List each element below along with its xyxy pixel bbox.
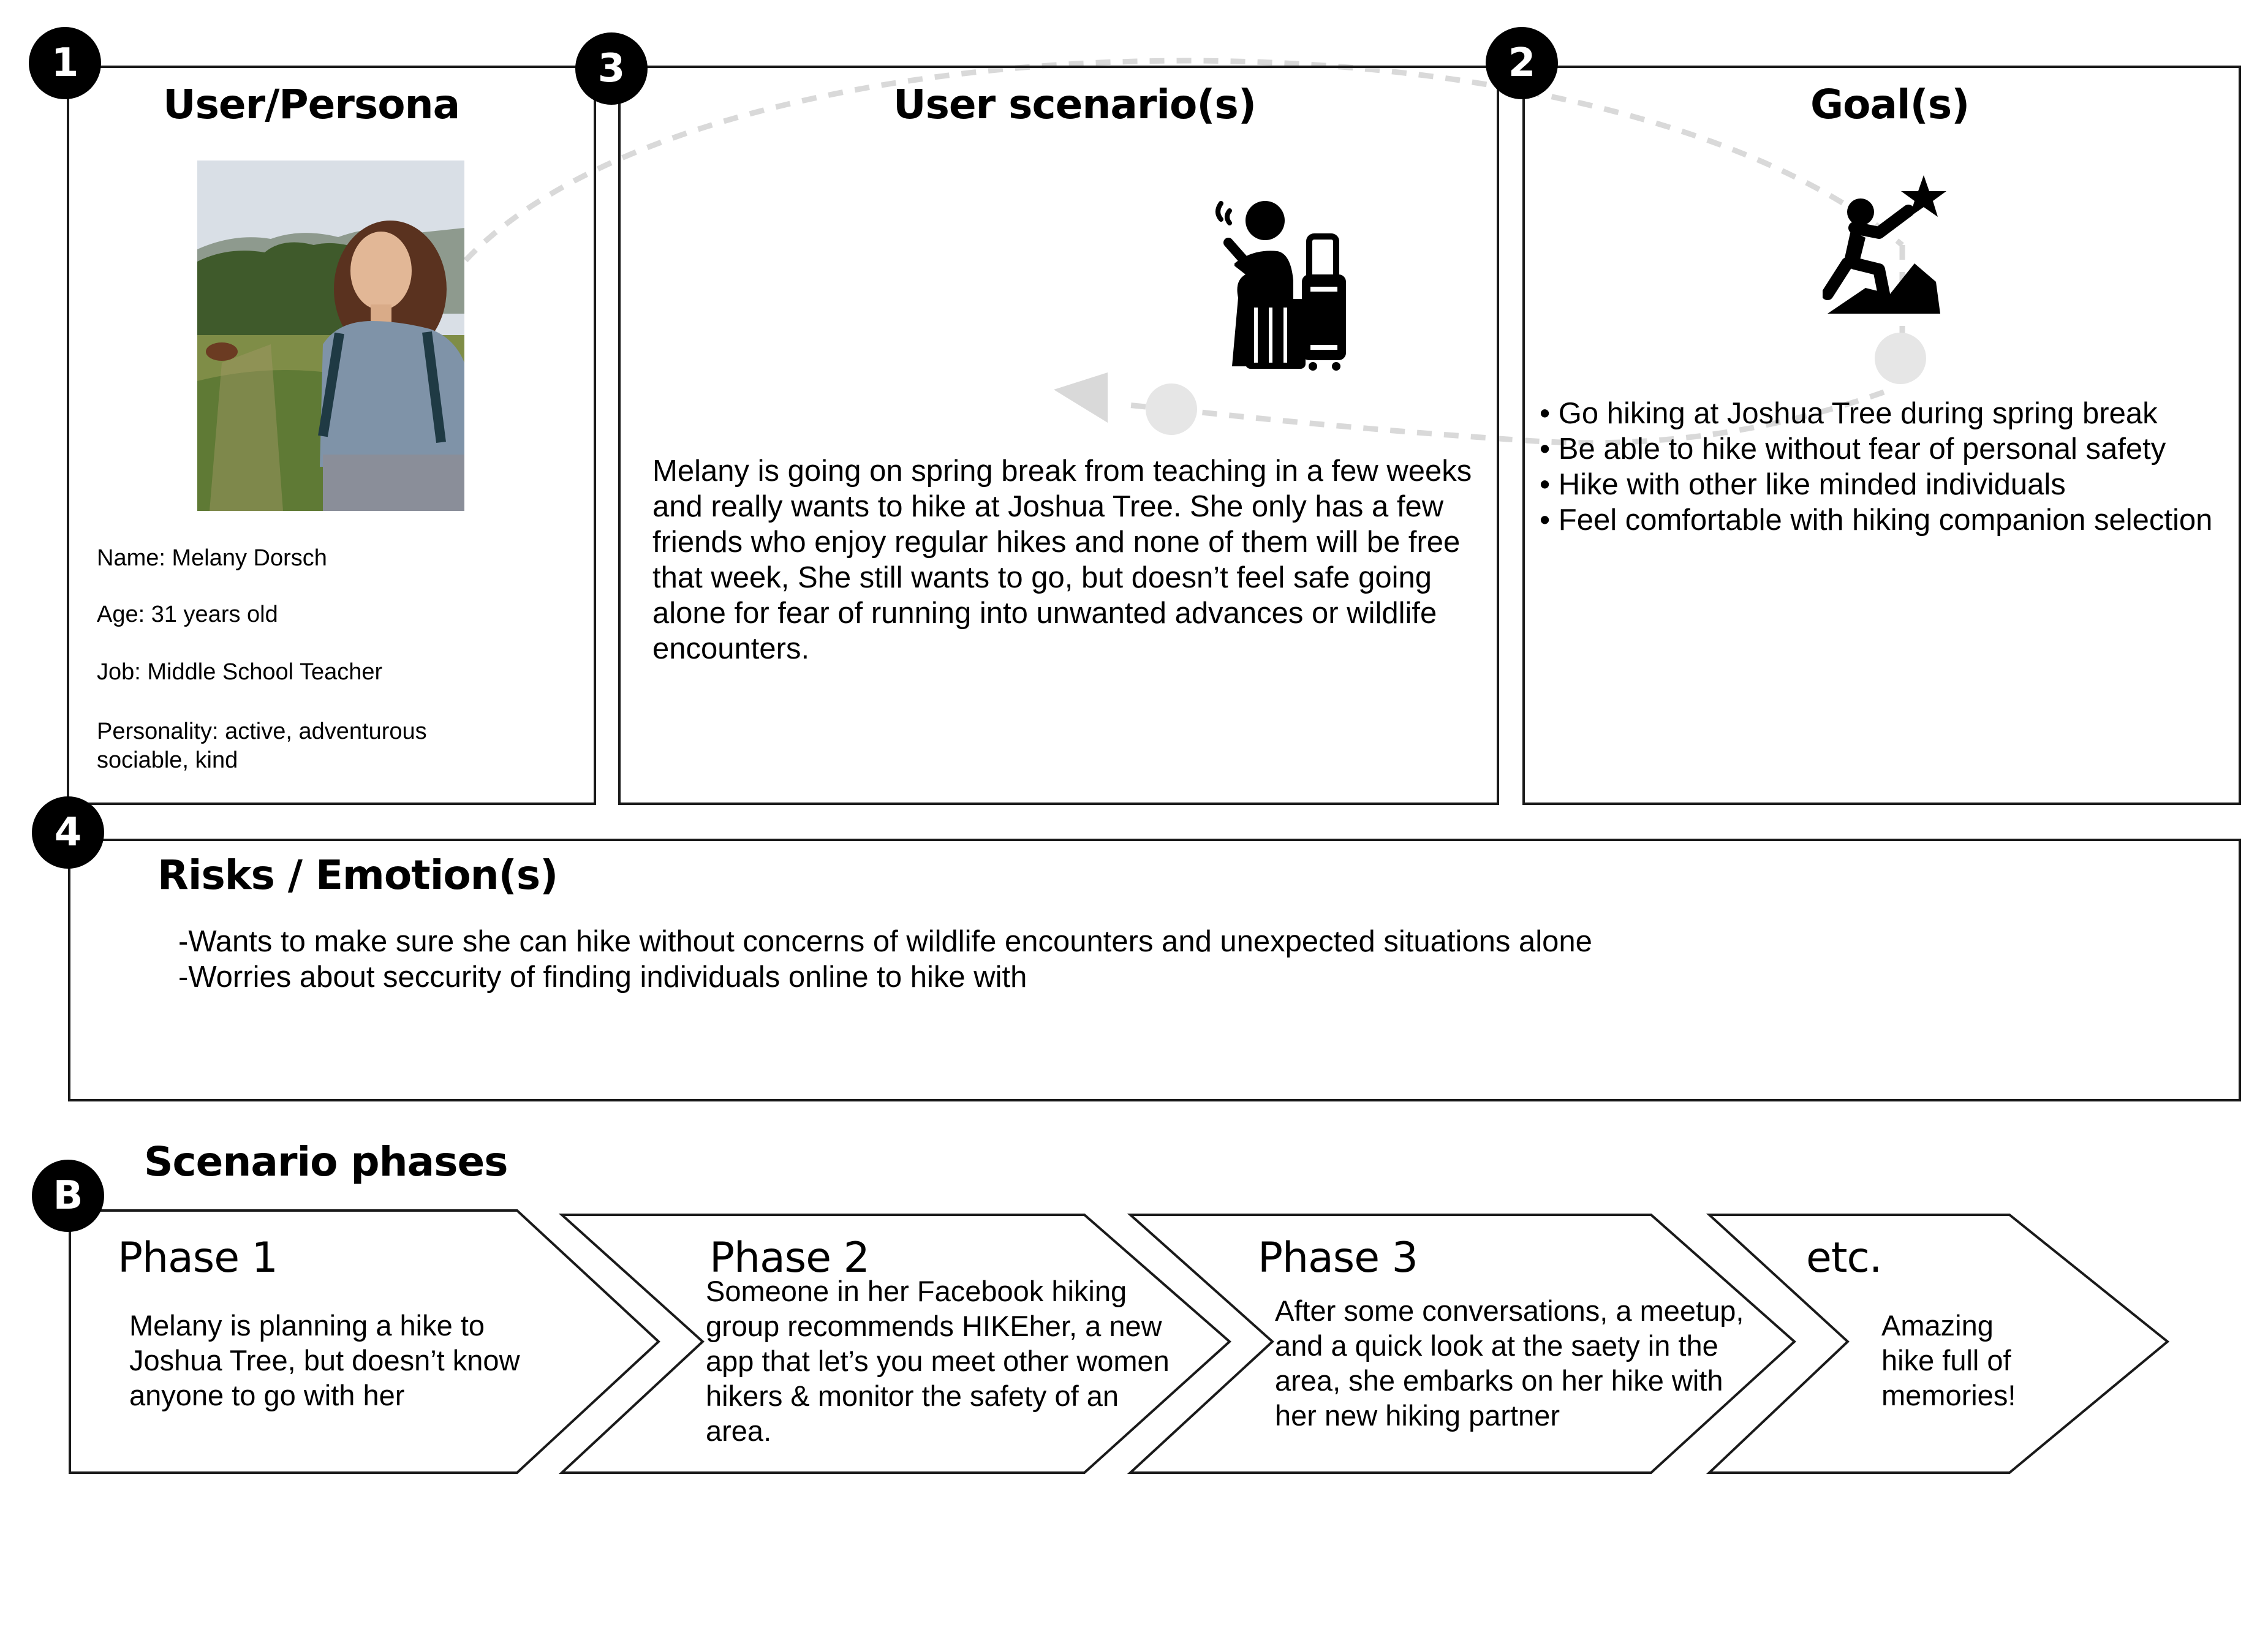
persona-age: Age: 31 years old xyxy=(97,602,278,627)
badge-1: 1 xyxy=(29,27,101,99)
persona-name: Name: Melany Dorsch xyxy=(97,545,327,571)
phase-2-title: Phase 2 xyxy=(709,1234,870,1282)
phase-etc-text: Amazing hike full of memories! xyxy=(1881,1309,2016,1411)
risk-item: -Wants to make sure she can hike without… xyxy=(178,925,1592,958)
goal-item: • Be able to hike without fear of person… xyxy=(1540,432,2166,466)
persona-personality: Personality: active, adventurous sociabl… xyxy=(97,719,427,773)
persona-photo xyxy=(197,161,464,511)
risks-heading: Risks / Emotion(s) xyxy=(157,852,558,899)
goal-item: • Feel comfortable with hiking companion… xyxy=(1540,504,2213,537)
goal-item: • Go hiking at Joshua Tree during spring… xyxy=(1540,397,2158,430)
goals-heading: Goal(s) xyxy=(1810,81,1970,128)
goals-list: • Go hiking at Joshua Tree during spring… xyxy=(1540,396,2235,538)
risk-item: -Worries about seccurity of finding indi… xyxy=(178,961,1027,994)
phase-1-title: Phase 1 xyxy=(118,1234,278,1282)
persona-job: Job: Middle School Teacher xyxy=(97,659,383,685)
goals-panel xyxy=(1522,66,2241,805)
phase-3-text: After some conversations, a meetup, and … xyxy=(1275,1294,1744,1432)
badge-3: 3 xyxy=(575,32,648,105)
phases-heading: Scenario phases xyxy=(144,1138,508,1185)
goal-item: • Hike with other like minded individual… xyxy=(1540,468,2066,501)
person-waiting-with-luggage-icon xyxy=(1215,201,1346,371)
risks-list: -Wants to make sure she can hike without… xyxy=(178,924,2200,995)
badge-2: 2 xyxy=(1486,27,1558,99)
phase-3-title: Phase 3 xyxy=(1258,1234,1418,1282)
scenario-text: Melany is going on spring break from tea… xyxy=(652,455,1472,665)
phase-1-text: Melany is planning a hike to Joshua Tree… xyxy=(129,1309,520,1411)
badge-b: B xyxy=(32,1160,104,1232)
climber-reaching-star-icon xyxy=(1823,175,1946,314)
risks-panel xyxy=(68,839,2241,1101)
persona-heading: User/Persona xyxy=(163,81,460,128)
phase-etc-title: etc. xyxy=(1806,1234,1882,1282)
scenario-panel xyxy=(618,66,1499,805)
badge-4: 4 xyxy=(32,796,104,869)
persona-panel xyxy=(67,66,596,805)
phase-2-text: Someone in her Facebook hiking group rec… xyxy=(706,1275,1170,1447)
scenario-heading: User scenario(s) xyxy=(893,81,1257,128)
